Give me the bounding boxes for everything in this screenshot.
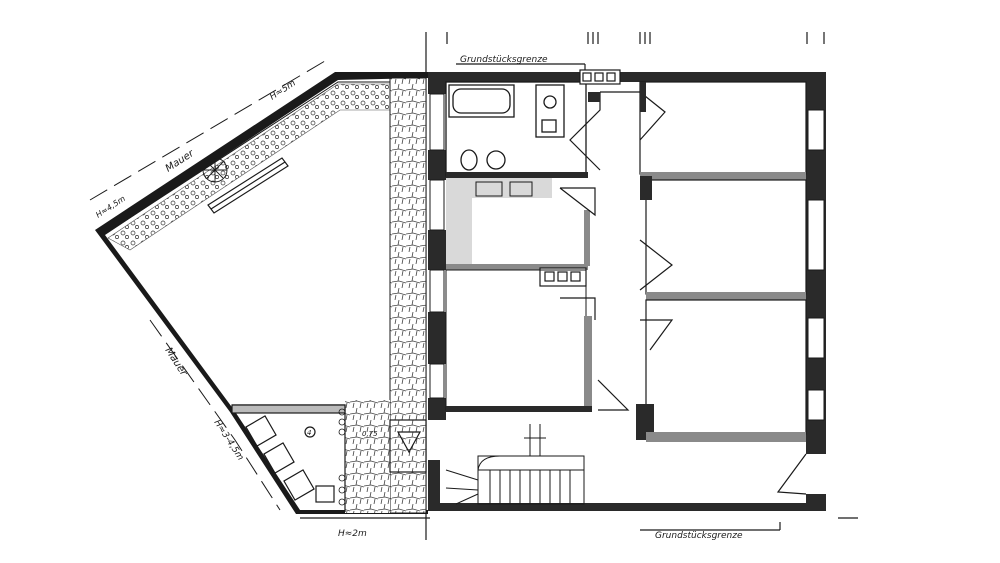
stone-path	[389, 77, 427, 514]
bathroom	[445, 81, 587, 177]
stove	[509, 181, 533, 197]
label-height-bottom: H≈2m	[338, 529, 367, 539]
partition-right-2	[646, 292, 806, 300]
kitchen	[446, 178, 590, 270]
sink	[486, 150, 506, 170]
shower	[535, 84, 565, 138]
house-walls	[428, 72, 826, 511]
room-right-top	[639, 81, 807, 175]
facade-windows	[429, 93, 825, 421]
plant-icon	[202, 157, 228, 183]
label-height-top: H≈5m	[268, 78, 298, 102]
label-boundary-bottom: Grundstücksgrenze	[655, 531, 743, 541]
label-boundary-top: Grundstücksgrenze	[460, 55, 548, 65]
garden-bench	[207, 157, 289, 214]
ventilation-shafts	[539, 69, 621, 287]
entrance	[389, 419, 427, 473]
label-tree: 4	[307, 429, 311, 437]
toilet	[460, 149, 478, 171]
label-level: 0,75	[362, 430, 378, 438]
room-right-bottom	[636, 299, 807, 440]
side-door	[776, 453, 807, 495]
room-lower-left	[445, 269, 592, 412]
kitchen-sink	[475, 181, 503, 197]
partition-right-3	[646, 432, 806, 442]
garden-wall	[89, 57, 428, 514]
hallway-doors	[559, 91, 674, 411]
staircase	[445, 424, 585, 505]
bathroom-wall	[446, 172, 588, 178]
room-right-middle	[640, 176, 807, 295]
hallway-wall-left	[588, 92, 600, 102]
stone-path-lower	[345, 400, 390, 513]
partition-right-1	[640, 172, 806, 180]
terrace-shrubs	[338, 408, 346, 506]
terrace	[231, 404, 346, 512]
bathtub	[448, 84, 515, 118]
